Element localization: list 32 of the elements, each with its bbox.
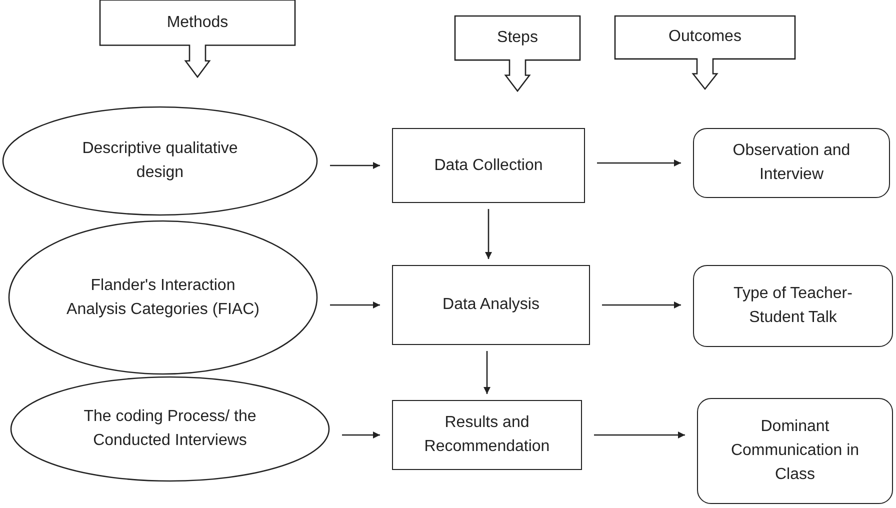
outcome-box (697, 398, 893, 504)
node-text: The coding Process/ the Conducted Interviews (82, 407, 258, 451)
header-callout (455, 16, 580, 92)
arrow (484, 351, 490, 394)
node-text: Dominant Communication in Class (730, 417, 860, 485)
step-box (392, 400, 582, 470)
method-ellipse (8, 220, 318, 375)
method-ellipse (10, 376, 330, 482)
arrow (594, 432, 685, 438)
node-text: Data Collection (434, 156, 543, 176)
arrow (330, 162, 380, 169)
method-ellipse (2, 106, 318, 216)
outcome-box (693, 128, 890, 198)
arrow (597, 160, 681, 166)
node-text: Descriptive qualitative design (81, 139, 239, 183)
node-text: Observation and Interview (732, 141, 852, 185)
node-text: Methods (166, 12, 228, 33)
outcome-box (693, 265, 893, 347)
node-text: Flander's Interaction Analysis Categories (FIAC) (66, 276, 260, 320)
node-text: Results and Recommendation (423, 413, 551, 457)
node-text: Data Analysis (442, 295, 540, 315)
node-text: Type of Teacher-Student Talk (732, 284, 854, 328)
arrow (342, 432, 380, 438)
arrow (485, 209, 492, 259)
step-box (392, 128, 585, 203)
step-box (392, 265, 590, 345)
arrow (330, 302, 380, 308)
node-text: Outcomes (668, 27, 742, 48)
node-text: Steps (497, 28, 538, 48)
header-callout (615, 16, 795, 90)
arrow (602, 302, 681, 308)
header-callout (100, 0, 295, 78)
